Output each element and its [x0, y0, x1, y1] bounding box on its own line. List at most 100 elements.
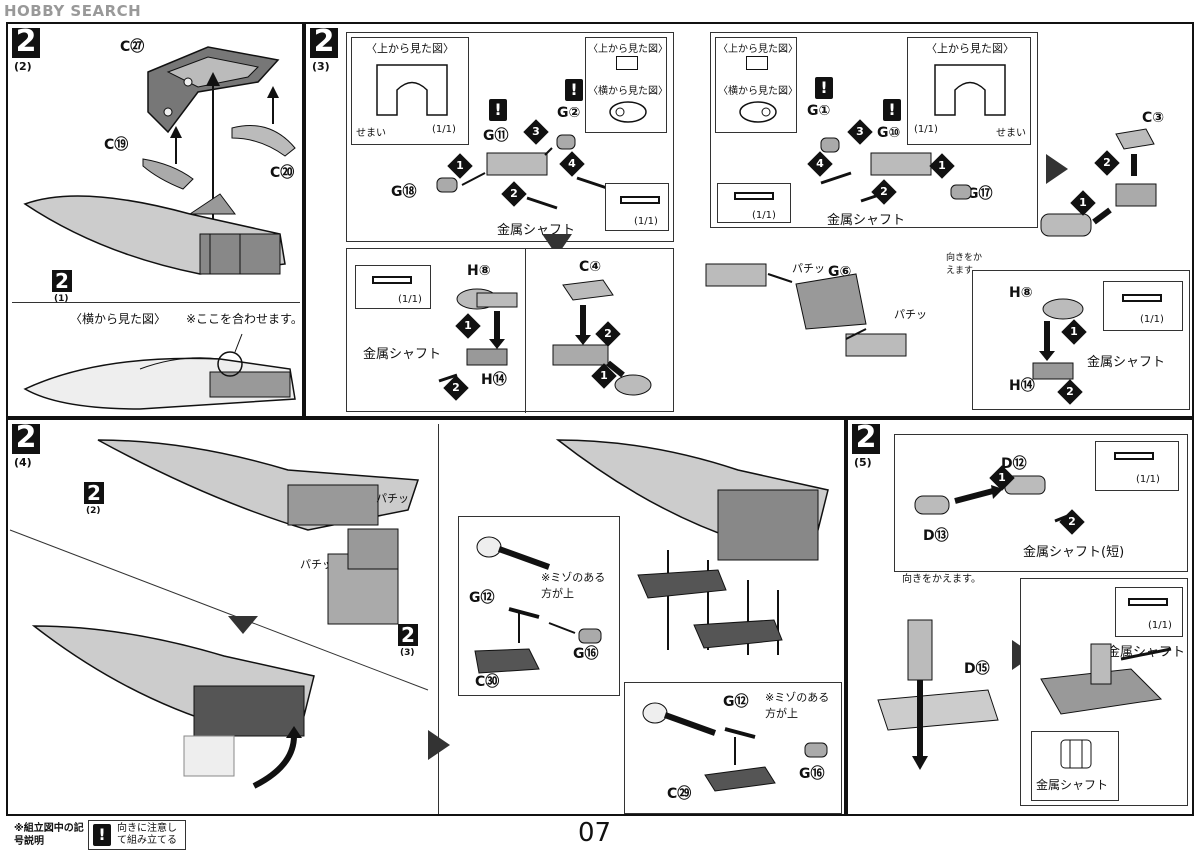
watermark: HOBBY SEARCH — [4, 2, 142, 20]
scale-label: (1/1) — [634, 216, 658, 227]
shaft-scale-box: (1/1) — [1095, 441, 1179, 491]
flow-arrow-right — [1046, 154, 1068, 184]
divider — [438, 424, 439, 814]
panel-step-2-3: 2 (3) 〈上から見た図〉 せまい (1/1) 〈上から見た図〉 〈横から見た… — [304, 22, 1194, 418]
divider — [525, 249, 526, 413]
ref-step-2-1-sub: (1) — [54, 294, 69, 304]
label-h8: H⑧ — [467, 263, 491, 279]
legend-warn-text: 向きに注意して組み立てる — [117, 823, 177, 846]
side-view-title: 〈横から見た図〉 — [588, 86, 668, 97]
shaft-scale-box: (1/1) — [1115, 587, 1183, 637]
divider — [12, 302, 300, 303]
ref-step-2-3: 2 — [398, 624, 418, 646]
label-g12: G⑫ — [723, 694, 749, 710]
c4-drawing — [552, 279, 652, 396]
scale-label: (1/1) — [1148, 620, 1172, 631]
shaft-scale-box: (1/1) — [1103, 281, 1183, 331]
label-d12: D⑫ — [1001, 456, 1027, 472]
align-note: ※ここを合わせます。 — [186, 312, 303, 326]
metal-shaft-label: 金属シャフト — [827, 213, 906, 228]
label-g18: G⑱ — [391, 184, 417, 200]
shaft-symbol — [1128, 598, 1168, 606]
part-c20-drawing — [231, 125, 296, 157]
order-4: 4 — [559, 151, 585, 177]
order-3: 3 — [847, 119, 873, 145]
label-d13: D⑬ — [923, 528, 949, 544]
label-g16: G⑯ — [573, 646, 599, 662]
shaft-symbol — [734, 192, 774, 200]
side-view-drawing — [23, 333, 296, 410]
label-h14: H⑭ — [1009, 378, 1035, 394]
parts-b-drawing — [704, 727, 828, 792]
subassembly-left-bottom: (1/1) 金属シャフト H⑧ H⑭ 1 2 C④ 2 1 — [346, 248, 674, 413]
narrow-label: せまい — [356, 128, 386, 139]
label-g12: G⑫ — [469, 590, 495, 606]
order-2: 2 — [501, 181, 527, 207]
final-assembly-box: (1/1) 金属シャフト 金属シャフト — [1020, 578, 1188, 806]
label-c29: C㉙ — [667, 786, 692, 802]
step-sub: (3) — [312, 60, 330, 73]
order-2: 2 — [1057, 379, 1083, 405]
side-view-title: 〈横から見た図〉 — [718, 86, 798, 97]
step-number: 2 — [852, 423, 880, 454]
part-c19-drawing — [142, 158, 194, 190]
shaft-scale-box: (1/1) — [605, 183, 669, 231]
scale-label: (1/1) — [398, 294, 422, 305]
order-2: 2 — [871, 179, 897, 205]
top-symbol — [616, 56, 638, 70]
label-h8: H⑧ — [1009, 285, 1033, 301]
side-symbol — [739, 101, 777, 123]
label-g16: G⑯ — [799, 766, 825, 782]
warning-icon: ! — [93, 824, 111, 846]
metal-shaft-label: 金属シャフト — [363, 347, 442, 362]
warning-icon: ! — [489, 99, 507, 121]
order-1: 1 — [929, 153, 955, 179]
scale-label: (1/1) — [1140, 314, 1164, 325]
order-2: 2 — [1094, 150, 1120, 176]
top-view-drawing — [934, 64, 1006, 116]
side-symbol — [609, 101, 647, 123]
ref-step-2-2: 2 — [84, 482, 104, 504]
snap-label: パチッ — [300, 558, 333, 571]
order-2: 2 — [595, 321, 621, 347]
label-c4: C④ — [579, 259, 602, 275]
metal-shaft-label: 金属シャフト — [1087, 355, 1166, 370]
turn-note: 向きをかえます。 — [946, 253, 983, 276]
step-sub: (5) — [854, 456, 872, 469]
order-3: 3 — [523, 119, 549, 145]
order-1: 1 — [455, 313, 481, 339]
scale-label: (1/1) — [752, 210, 776, 221]
order-2: 2 — [443, 375, 469, 401]
label-g17: G⑰ — [967, 186, 993, 202]
order-1: 1 — [1070, 190, 1096, 216]
step-sub: (2) — [14, 60, 32, 73]
panel-step-2-2: 2 (2) C㉗ C⑲ C⑳ 2 (1) 〈横から見た図〉 ※ここを合わせます。 — [6, 22, 304, 418]
d15-drawing — [877, 619, 999, 770]
ref-step-2-2-sub: (2) — [86, 506, 101, 516]
subassembly-left-top: 〈上から見た図〉 せまい (1/1) 〈上から見た図〉 〈横から見た図〉 ! G… — [346, 32, 674, 242]
order-1: 1 — [1061, 319, 1087, 345]
shaft-symbol — [1122, 294, 1162, 302]
flow-arrow-right — [428, 730, 450, 760]
pin-drawing — [476, 536, 551, 570]
shaft-detail-drawing — [1060, 739, 1092, 769]
subassembly-left-drawing — [436, 134, 608, 210]
legend-box: ! 向きに注意して組み立てる — [88, 820, 186, 850]
ref-step-2-3-sub: (3) — [400, 648, 415, 658]
step-number: 2 — [12, 423, 40, 454]
g6-assembly-drawing — [705, 263, 907, 357]
c3-assembly-drawing — [1040, 128, 1157, 237]
snap-label: パチッ — [376, 492, 409, 505]
shaft-detail-box: 金属シャフト — [1031, 731, 1119, 801]
step-number: 2 — [310, 27, 338, 58]
label-d15: D⑮ — [964, 661, 990, 677]
order-2: 2 — [1059, 509, 1085, 535]
label-g11: G⑪ — [483, 128, 509, 144]
h-parts-drawing — [438, 288, 518, 383]
shaft-scale-box: (1/1) — [355, 265, 431, 309]
aircraft-right-drawing — [555, 439, 829, 561]
shaft-symbol — [620, 196, 660, 204]
label-g1: G① — [807, 103, 831, 119]
detail-box-b: G⑫ ※ミゾのある方が上 G⑯ C㉙ — [624, 682, 842, 814]
label-c27: C㉗ — [120, 39, 145, 55]
